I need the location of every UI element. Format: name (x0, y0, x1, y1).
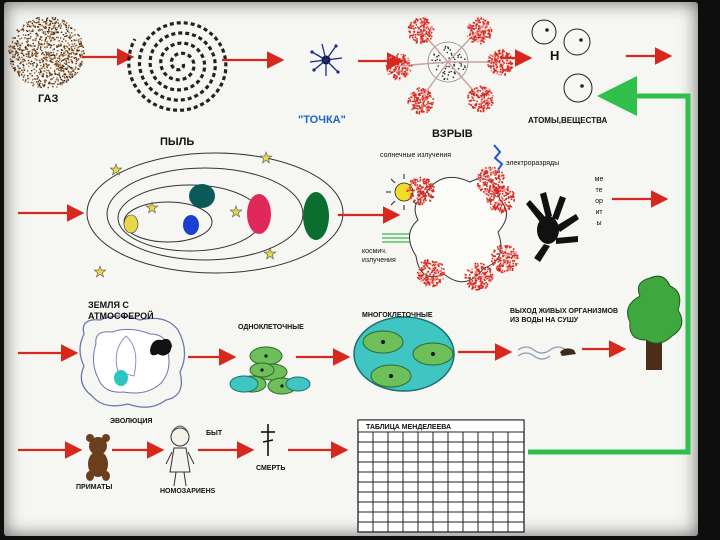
cycle-arrow (597, 76, 691, 340)
label-dust: ПЫЛЬ (160, 136, 195, 148)
label-byt: БЫТ (206, 430, 223, 437)
human-icon (165, 425, 195, 487)
label-electric-discharges: электроразряды (506, 160, 560, 167)
explosion-icon (385, 17, 514, 115)
hand-icon (526, 192, 579, 262)
planet-red (247, 194, 271, 234)
label-atoms: АТОМЫ,ВЕЩЕСТВА (528, 116, 608, 125)
diagram-board (4, 2, 698, 536)
periodic-table-icon (357, 419, 525, 533)
label-cosmic-radiation: космич. (362, 248, 387, 255)
label-point: "ТОЧКА" (298, 114, 346, 126)
label-earth-atmosphere: ЗЕМЛЯ С (88, 300, 129, 310)
label-hydrogen: H (550, 48, 560, 63)
gas-cloud-icon (8, 17, 85, 89)
planet-teal (189, 184, 215, 208)
bear-icon (86, 434, 110, 481)
label-primates: ПРИМАТЫ (76, 484, 113, 491)
label-solar-radiation: солнечные излучения (380, 152, 452, 159)
label-gas: ГАЗ (38, 93, 59, 105)
label-land-exit-2: ИЗ ВОДЫ НА СУШУ (510, 317, 579, 324)
label-homo-sapiens: НОМОЗАРИЕНS (160, 488, 216, 495)
early-earth-icon (406, 166, 519, 291)
planet-green (303, 192, 329, 240)
star-icons (93, 151, 277, 278)
turtle-icon (560, 348, 576, 356)
multicellular-icon (353, 316, 455, 392)
cross-icon (261, 424, 275, 456)
earth-with-atmosphere-icon (79, 315, 186, 408)
water-land-icon (517, 346, 576, 360)
atom-icons (531, 19, 593, 103)
label-unicellular: ОДНОКЛЕТОЧНЫЕ (238, 324, 304, 331)
label-earth-atmosphere-2: АТМОСФЕРОЙ (88, 311, 154, 321)
cycle-arrow-bottom (528, 340, 691, 455)
planet-blue (183, 215, 199, 235)
planet-yellow (123, 214, 139, 234)
point-icon (309, 43, 343, 76)
solar-system-icon (86, 152, 344, 274)
label-cosmic-radiation-2: излучения (362, 257, 396, 264)
label-death: СМЕРТЬ (256, 465, 286, 472)
label-explosion: ВЗРЫВ (432, 128, 473, 140)
volcano-icon (150, 338, 172, 356)
label-evolution: ЭВОЛЮЦИЯ (110, 418, 153, 425)
tree-icon (627, 275, 683, 370)
dust-spiral-icon (127, 21, 228, 112)
lightning-icon (493, 144, 504, 171)
label-land-exit: ВЫХОД ЖИВЫХ ОРГАНИЗМОВ (510, 308, 619, 315)
unicellular-icons (229, 346, 311, 395)
label-multicellular: МНОГОКЛЕТОЧНЫЕ (362, 312, 433, 319)
label-periodic-table: ТАБЛИЦА МЕНДЕЛЕЕВА (366, 424, 452, 431)
